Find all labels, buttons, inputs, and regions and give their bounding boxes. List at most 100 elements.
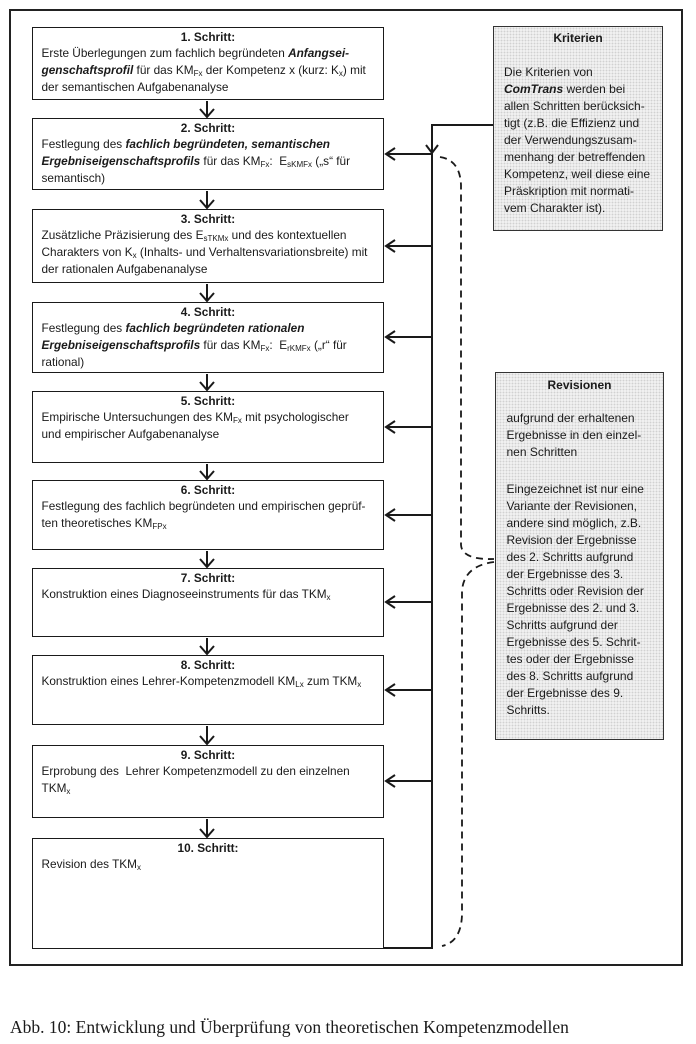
step-box-8: 8. Schritt: Konstruktion eines Lehrer-Ko… [32,655,384,725]
text-segment: Charakters von K [41,245,133,259]
step-description: Erste Überlegungen zum fachlich begründe… [33,45,383,96]
text-segment: Empirische Untersuchungen des KM [41,410,233,424]
text-line: rational) [42,354,384,371]
subscript-text: Fx [260,160,270,170]
emphasis-text: fachlich begründeten rationalen [125,321,305,335]
emphasis-text: fachlich begründeten, semantischen [125,137,330,151]
subscript-text: rKMFx [287,344,311,354]
step-title: 6. Schritt: [180,483,236,497]
text-segment: Zusätzliche Präzisierung des E [41,228,204,242]
text-line: Empirische Untersuchungen des KMFx mit p… [42,409,384,426]
text-line: Schritts. [507,702,664,719]
step-title: 5. Schritt: [180,394,236,408]
text-line: Präskription mit normati- [504,183,662,200]
text-segment: der Verwendungszusam- [504,133,637,147]
text-segment: für das KM [133,63,194,77]
text-line: des 8. Schritts aufgrund [507,668,664,685]
emphasis-text: Ergebniseigenschaftsprofils [41,154,201,168]
text-line: genschaftsprofil für das KMFx der Kompet… [42,62,384,79]
emphasis-text: Anfangsei- [288,46,350,60]
step-title: 7. Schritt: [180,571,236,585]
text-segment: und des kontextuellen [228,228,347,242]
text-line: der Ergebnisse des 3. [507,566,664,583]
text-segment: Eingezeichnet ist nur eine [506,482,644,496]
text-line: Schritts oder Revision der [507,583,664,600]
step-description: Empirische Untersuchungen des KMFx mit p… [33,409,383,443]
step-title: 8. Schritt: [180,658,236,672]
text-segment: Schritts aufgrund der [506,618,618,632]
step-description: Festlegung des fachlich begründeten rati… [33,320,383,371]
step-box-3: 3. Schritt: Zusätzliche Präzisierung des… [32,209,384,283]
text-line: ComTrans werden bei [504,81,662,98]
text-segment: : E [269,338,288,352]
text-segment: Kompetenz, weil diese eine [504,167,651,181]
text-segment: („s“ für [312,154,351,168]
step-box-1: 1. Schritt: Erste Überlegungen zum fachl… [32,27,384,100]
text-line: Revision des TKMx [42,856,384,873]
text-line: allen Schritten berücksich- [504,98,662,115]
text-line: TKMx [42,780,384,797]
text-segment: („r“ für [310,338,347,352]
step-title: 1. Schritt: [180,30,236,44]
subscript-text: Fx [193,69,203,79]
emphasis-text: ComTrans [504,82,564,96]
text-segment: andere sind möglich, z.B. [506,516,642,530]
text-segment: mit psychologischer [241,410,349,424]
text-line: Erste Überlegungen zum fachlich begründe… [42,45,384,62]
text-line: der semantischen Aufgabenanalyse [42,79,384,96]
text-line: Ergebnisse in den einzel- [507,427,664,444]
text-line: Ergebnisse des 2. und 3. [507,600,664,617]
kriterien-title: Kriterien [553,31,603,45]
text-line: der Verwendungszusam- [504,132,662,149]
text-line: vem Charakter ist). [504,200,662,217]
text-segment: Präskription mit normati- [504,184,635,198]
text-segment: der semantischen Aufgabenanalyse [41,80,229,94]
text-segment: zum TKM [303,674,358,688]
text-line: andere sind möglich, z.B. [507,515,664,532]
step-title: 10. Schritt: [177,841,239,855]
subscript-text: FPx [152,522,167,532]
subscript-text: Fx [232,416,242,426]
step-box-7: 7. Schritt: Konstruktion eines Diagnosee… [32,568,384,637]
text-segment: vem Charakter ist). [504,201,606,215]
text-segment: Konstruktion eines Diagnoseeinstruments … [41,587,327,601]
text-segment: werden bei [563,82,626,96]
subscript-text: Fx [260,344,270,354]
text-line: Kompetenz, weil diese eine [504,166,662,183]
text-line: menhang der betreffenden [504,149,662,166]
text-line: ten theoretisches KMFPx [42,515,384,532]
subscript-text: x [326,593,331,603]
text-segment: Festlegung des [41,137,126,151]
text-line: Ergebnisse des 5. Schrit- [507,634,664,651]
text-segment: allen Schritten berücksich- [504,99,645,113]
step-box-4: 4. Schritt: Festlegung des fachlich begr… [32,302,384,373]
text-segment: der rationalen Aufgabenanalyse [41,262,208,276]
subscript-text: sKMFx [287,160,313,170]
subscript-text: x [338,69,343,79]
step-description: Festlegung des fachlich begründeten, sem… [33,136,383,187]
text-segment: semantisch) [41,171,106,185]
subscript-text: Lx [295,680,304,690]
figure-caption: Abb. 10: Entwicklung und Überprüfung von… [10,1017,569,1037]
text-segment: Konstruktion eines Lehrer-Kompetenzmodel… [41,674,296,688]
text-line: Ergebniseigenschaftsprofils für das KMFx… [42,153,384,170]
subscript-text: x [66,787,71,797]
text-segment: rational) [41,355,85,369]
text-line: und empirischer Aufgabenanalyse [42,426,384,443]
emphasis-text: genschaftsprofil [41,63,134,77]
text-line: Die Kriterien von [504,64,662,81]
figure-frame [9,9,683,966]
text-line: tigt (z.B. die Effizienz und [504,115,662,132]
text-line: Konstruktion eines Lehrer-Kompetenzmodel… [42,673,384,690]
text-segment: tes oder der Ergebnisse [506,652,634,666]
text-segment: des 2. Schritts aufgrund [506,550,634,564]
step-description: Konstruktion eines Lehrer-Kompetenzmodel… [33,673,383,690]
text-line: Konstruktion eines Diagnoseeinstruments … [42,586,384,603]
text-segment: Festlegung des fachlich begründeten und … [41,499,366,513]
text-line: Festlegung des fachlich begründeten rati… [42,320,384,337]
subscript-text: sTKMx [203,234,229,244]
text-segment: Variante der Revisionen, [506,499,638,513]
step-description: Zusätzliche Präzisierung des EsTKMx und … [33,227,383,278]
text-segment: ten theoretisches KM [41,516,153,530]
